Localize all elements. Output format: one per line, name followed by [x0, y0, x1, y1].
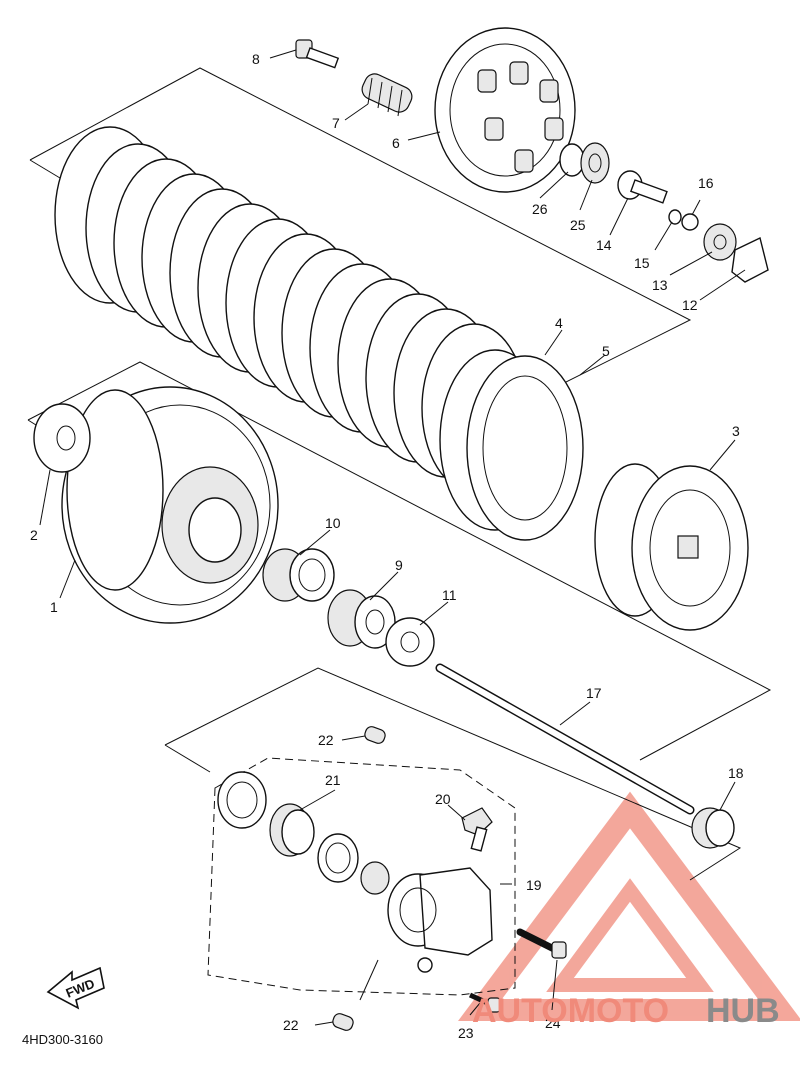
slave-cylinder — [387, 867, 493, 973]
watermark-logo — [458, 791, 800, 1021]
callout-24: 24 — [545, 1015, 561, 1031]
release-parts — [559, 142, 769, 283]
bolt-23 — [468, 992, 501, 1013]
lower-assembly-outline — [164, 667, 742, 881]
diagram-code: 4HD300-3160 — [22, 1032, 103, 1047]
o-ring-15 — [668, 209, 682, 225]
callout-21: 21 — [325, 772, 341, 788]
callout-10: 10 — [325, 515, 341, 531]
slave-cylinder-dashed-box — [207, 757, 516, 996]
bearing-25 — [580, 142, 610, 184]
bolt-24 — [516, 928, 567, 959]
callout-6: 6 — [392, 135, 400, 151]
needle-bearing — [262, 548, 335, 602]
callout-12: 12 — [682, 297, 698, 313]
watermark-part2: HUB — [706, 992, 780, 1030]
oil-seal — [691, 807, 735, 849]
callout-13: 13 — [652, 277, 668, 293]
pressure-plate — [434, 27, 576, 193]
forward-arrow-icon: FWD — [46, 966, 105, 1010]
collar — [327, 589, 396, 649]
callout-2: 2 — [30, 527, 38, 543]
clutch-housing — [61, 386, 279, 624]
callout-26: 26 — [532, 201, 548, 217]
washer-26 — [559, 143, 585, 177]
callout-20: 20 — [435, 791, 451, 807]
nut-13 — [703, 223, 737, 261]
callout-4: 4 — [555, 315, 563, 331]
callout-18: 18 — [728, 765, 744, 781]
callout-16: 16 — [698, 175, 714, 191]
clutch-plate-stack — [54, 126, 584, 541]
watermark-part1: AUTOMOTO — [472, 992, 669, 1030]
callout-25: 25 — [570, 217, 586, 233]
lock-washer-12 — [731, 236, 769, 283]
leader-lines — [39, 49, 746, 1026]
thrust-washer — [33, 403, 91, 473]
seal-kit — [217, 771, 390, 895]
callout-11: 11 — [442, 587, 457, 603]
callout-7: 7 — [332, 115, 340, 131]
callout-3: 3 — [732, 423, 740, 439]
ball-16 — [681, 213, 699, 231]
friction-plate-5 — [466, 355, 584, 541]
clutch-boss — [594, 463, 749, 631]
callout-1: 1 — [50, 599, 58, 615]
dowel-pin-bottom — [332, 1013, 354, 1031]
callout-labels: 8 7 6 26 25 14 15 16 13 12 4 5 3 2 1 10 … — [30, 51, 744, 1041]
callout-22-top: 22 — [318, 732, 334, 748]
callout-5: 5 — [602, 343, 610, 359]
callout-17: 17 — [586, 685, 602, 701]
watermark-text: AUTOMOTO HUB — [472, 992, 780, 1030]
callout-22-bottom: 22 — [283, 1017, 299, 1033]
bolt-8 — [295, 39, 340, 69]
callout-15: 15 — [634, 255, 650, 271]
callout-19: 19 — [526, 877, 542, 893]
washer-11 — [385, 617, 435, 667]
push-rod — [435, 663, 695, 815]
friction-plate-5-inner — [482, 375, 568, 521]
callout-8: 8 — [252, 51, 260, 67]
bleed-screw — [461, 807, 493, 852]
callout-23: 23 — [458, 1025, 474, 1041]
callout-14: 14 — [596, 237, 612, 253]
dowel-pin-top — [364, 726, 386, 744]
clutch-spring — [361, 73, 413, 117]
callout-9: 9 — [395, 557, 403, 573]
